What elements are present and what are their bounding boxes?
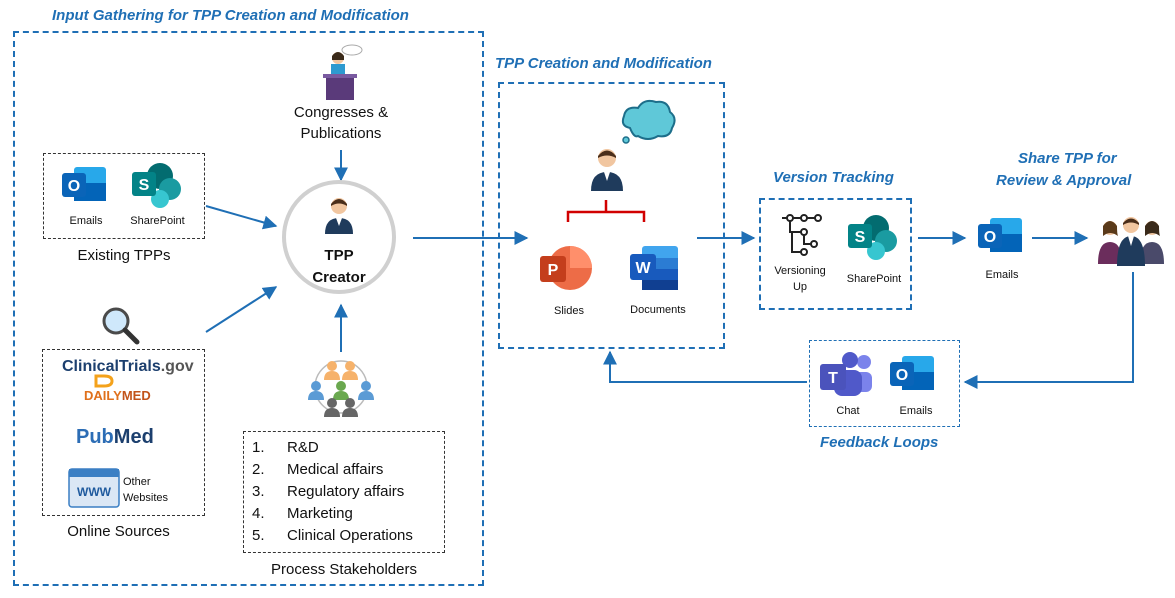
svg-text:O: O (68, 178, 80, 195)
stakeholders-list: 1.R&D 2.Medical affairs 3.Regulatory aff… (252, 437, 413, 547)
list-item: 2.Medical affairs (252, 461, 384, 478)
other-websites-line1: Other (123, 476, 151, 488)
chat-label: Chat (836, 405, 860, 417)
svg-text:WWW: WWW (77, 485, 112, 499)
list-item: 4.Marketing (252, 505, 353, 522)
online-sources-box (42, 349, 205, 516)
feedback-box (809, 340, 960, 427)
share-title-line1: Share TPP for (1018, 150, 1117, 167)
speaker-podium-icon (323, 44, 363, 100)
svg-text:S: S (855, 229, 866, 246)
stakeholders-box (243, 431, 445, 553)
other-websites-line2: Websites (123, 492, 169, 504)
existing-emails-label: Emails (69, 215, 103, 227)
congresses-line1: Congresses & (293, 104, 389, 121)
person-icon (325, 198, 353, 234)
creator-line1: TPP (324, 247, 354, 264)
version-tracking-box (759, 198, 912, 310)
arrow-existing-to-creator (205, 205, 278, 230)
creator-line2: Creator (312, 269, 366, 286)
arrow-approvers-to-feedback (963, 272, 1134, 389)
share-title-line2: Review & Approval (996, 172, 1132, 189)
existing-tpps-box (43, 153, 205, 239)
sharepoint-icon: S (132, 163, 181, 208)
svg-text:O: O (984, 229, 996, 246)
dailymed-mark-icon (94, 374, 114, 388)
clinicaltrials-logo: ClinicalTrials.gov (62, 358, 194, 375)
search-icon (102, 307, 140, 345)
creation-title: TPP Creation and Modification (495, 55, 712, 72)
list-item: 1.R&D (252, 439, 319, 456)
input-gathering-title: Input Gathering for TPP Creation and Mod… (52, 7, 409, 24)
brace-icon (566, 200, 646, 222)
feedback-emails-label: Emails (899, 405, 933, 417)
list-item: 5.Clinical Operations (252, 527, 413, 544)
svg-text:S: S (139, 177, 150, 194)
version-sharepoint-label: SharePoint (846, 273, 902, 285)
pubmed-logo: PubMed (76, 426, 154, 448)
svg-text:P: P (548, 262, 559, 279)
powerpoint-icon: P (540, 246, 592, 290)
versioning-line2: Up (792, 281, 808, 293)
sharepoint-icon: S (848, 215, 897, 260)
svg-text:W: W (635, 260, 651, 277)
svg-text:O: O (896, 367, 908, 384)
online-sources-caption: Online Sources (67, 523, 170, 540)
approvers-group-icon (1098, 217, 1164, 266)
outlook-icon: O (62, 167, 106, 201)
outlook-icon: O (978, 218, 1022, 252)
versioning-line1: Versioning (774, 265, 826, 277)
version-tree-icon (782, 214, 822, 256)
existing-sharepoint-label: SharePoint (130, 215, 185, 227)
list-item: 3.Regulatory affairs (252, 483, 405, 500)
creation-box (498, 82, 725, 349)
existing-tpps-caption: Existing TPPs (77, 247, 171, 264)
stakeholders-caption: Process Stakeholders (271, 561, 417, 578)
outlook-icon: O (890, 356, 934, 390)
arrow-feedback-to-creation (603, 350, 807, 383)
word-icon: W (630, 246, 678, 290)
thought-cloud-icon (621, 99, 676, 144)
svg-text:T: T (828, 370, 838, 387)
team-group-icon (308, 360, 374, 417)
arrow-online-to-creator (205, 286, 278, 333)
person-icon (591, 149, 623, 191)
web-browser-icon: WWW (68, 468, 120, 508)
teams-icon: T (820, 352, 872, 396)
congresses-line2: Publications (300, 125, 382, 142)
slides-label: Slides (554, 305, 584, 317)
input-gathering-box (13, 31, 484, 586)
feedback-title: Feedback Loops (820, 434, 939, 451)
share-emails-label: Emails (985, 269, 1019, 281)
version-tracking-title: Version Tracking (773, 169, 894, 186)
documents-label: Documents (630, 304, 686, 316)
